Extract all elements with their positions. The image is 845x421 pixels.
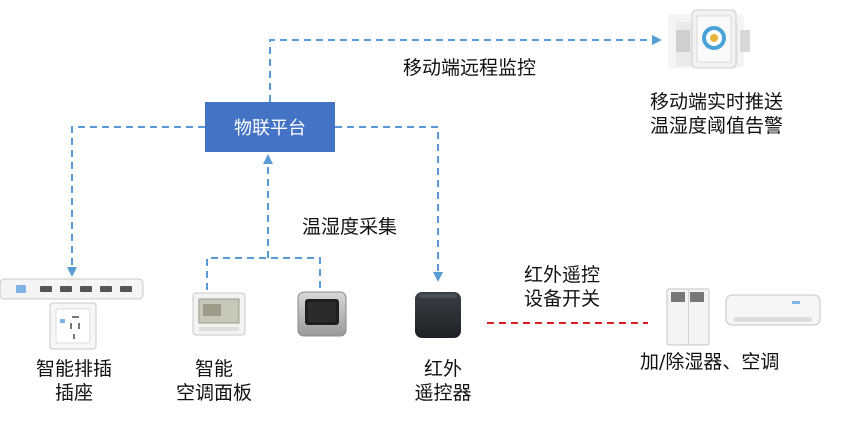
air-conditioner-icon <box>725 294 821 326</box>
ir-control-label-line1: 红外遥控 <box>524 264 601 286</box>
iot-platform-box: 物联平台 <box>205 102 335 152</box>
temp-humidity-collect-label: 温湿度采集 <box>302 216 398 238</box>
arrow-platform-to-socket <box>67 126 205 277</box>
arrow-platform-to-remote <box>335 126 443 282</box>
ac-panel-icon <box>192 292 246 336</box>
ir-remote-label-line1: 红外 <box>423 358 463 380</box>
ir-remote-label-line2: 遥控器 <box>414 382 472 404</box>
smart-socket-label-line2: 插座 <box>54 382 94 404</box>
ac-panel-label-line1: 智能 <box>194 358 234 380</box>
ir-control-label-line2: 设备开关 <box>524 288 601 310</box>
iot-platform-label: 物联平台 <box>234 118 306 139</box>
thermostat-icon <box>297 291 347 337</box>
dehumidifier-icon <box>666 288 710 346</box>
arrow-platform-to-mobile <box>269 35 662 102</box>
power-strip-icon <box>0 278 144 300</box>
phone-app-icon <box>668 9 750 69</box>
appliances-label: 加/除湿器、空调 <box>640 351 780 373</box>
mobile-monitoring-label: 移动端远程监控 <box>403 57 537 79</box>
ir-remote-icon <box>415 292 461 338</box>
smart-socket-label-line1: 智能排插 <box>35 358 113 380</box>
arrow-collect-to-platform <box>206 257 321 290</box>
mobile-alert-label-line2: 温湿度阈值告警 <box>650 115 784 137</box>
connectors <box>67 35 662 290</box>
ac-panel-label-line2: 空调面板 <box>175 382 253 404</box>
mobile-alert-label-line1: 移动端实时推送 <box>650 91 784 113</box>
wall-socket-icon <box>49 302 97 350</box>
